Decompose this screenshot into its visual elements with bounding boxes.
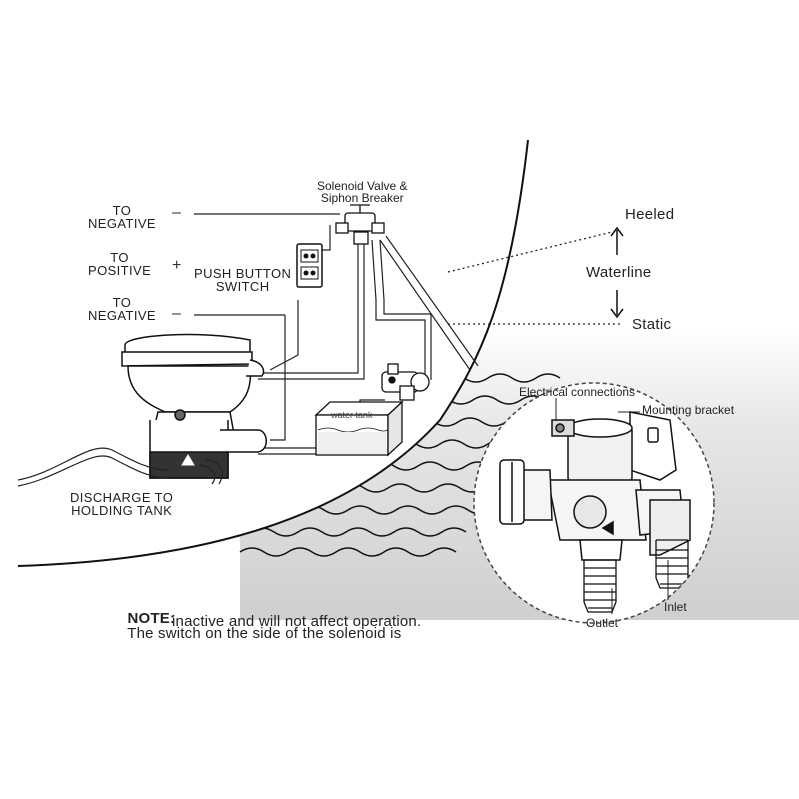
note-prefix: NOTE: bbox=[127, 610, 176, 627]
discharge-hose bbox=[17, 447, 223, 487]
push-button-switch-graphic bbox=[296, 243, 323, 288]
label-solenoid-valve: Solenoid Valve & Siphon Breaker bbox=[317, 179, 408, 205]
water-tank-graphic bbox=[314, 400, 404, 457]
hoses bbox=[258, 235, 479, 455]
label-inlet: Inlet bbox=[664, 600, 687, 614]
label-mounting-bracket: Mounting bracket bbox=[642, 403, 735, 417]
minus-sign-top: – bbox=[172, 204, 181, 221]
waterline-guides bbox=[447, 231, 622, 325]
note-line-2: inactive and will not affect operation. bbox=[172, 613, 422, 630]
label-discharge: DISCHARGE TO HOLDING TANK bbox=[70, 490, 174, 518]
pump-graphic bbox=[381, 363, 430, 401]
minus-sign-bottom: – bbox=[172, 305, 181, 322]
note-block: NOTE: The switch on the side of the sole… bbox=[110, 596, 401, 656]
label-to-negative-top: TO NEGATIVE bbox=[88, 203, 156, 231]
label-waterline: Waterline bbox=[586, 264, 652, 281]
label-electrical-connections: Electrical connections bbox=[519, 385, 636, 399]
label-static: Static bbox=[632, 316, 672, 333]
label-to-positive: TO POSITIVE bbox=[88, 250, 152, 278]
plus-sign: + bbox=[172, 257, 182, 274]
label-water-tank: water tank bbox=[331, 410, 373, 420]
waterline-arrows bbox=[610, 226, 624, 319]
heeled-line bbox=[447, 231, 613, 273]
valve-detail-graphic bbox=[499, 411, 691, 613]
label-outlet: Outlet bbox=[586, 616, 619, 630]
toilet-graphic bbox=[121, 333, 267, 479]
label-to-negative-bottom: TO NEGATIVE bbox=[88, 295, 156, 323]
note-line-1: The switch on the side of the solenoid i… bbox=[127, 625, 402, 642]
label-heeled: Heeled bbox=[625, 206, 675, 223]
solenoid-valve-graphic bbox=[335, 204, 385, 245]
hull-line bbox=[17, 139, 529, 567]
label-push-button-switch: PUSH BUTTON SWITCH bbox=[194, 266, 292, 294]
